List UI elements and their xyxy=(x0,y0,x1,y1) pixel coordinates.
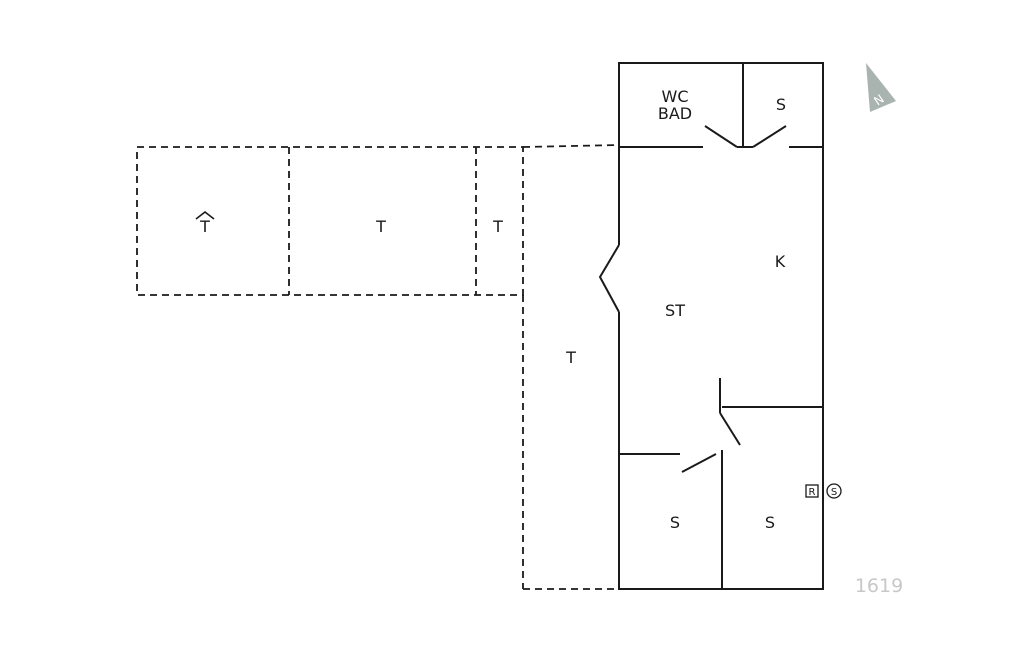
plan-number: 1619 xyxy=(855,575,903,597)
room-label-terrace-side: T xyxy=(565,348,576,367)
room-label-terrace-small: T xyxy=(492,217,503,236)
door-entrance xyxy=(598,244,620,313)
room-label-bedroom-left: S xyxy=(670,513,680,532)
north-arrow-icon: N xyxy=(866,63,896,112)
r-box-icon xyxy=(805,484,819,498)
s-symbol-label: S xyxy=(831,487,837,498)
room-label-terrace-mid: T xyxy=(375,217,386,236)
room-label-wc: WC xyxy=(662,87,689,106)
s-circle-icon xyxy=(826,483,842,499)
room-label-storage: S xyxy=(776,95,786,114)
walls xyxy=(618,62,824,590)
door-bedroom-left xyxy=(681,453,717,473)
room-label-terrace-covered: T xyxy=(199,217,210,236)
room-label-living: ST xyxy=(665,301,685,320)
room-label-bad: BAD xyxy=(658,104,692,123)
terrace-outlines xyxy=(136,144,620,590)
room-label-bedroom-right: S xyxy=(765,513,775,532)
r-symbol-label: R xyxy=(809,487,816,498)
room-label-kitchen: K xyxy=(775,252,786,271)
door-bedroom-right xyxy=(719,412,741,446)
doors xyxy=(598,125,787,473)
door-wc xyxy=(704,125,738,148)
roof-icon xyxy=(195,210,215,220)
door-storage xyxy=(752,125,787,148)
